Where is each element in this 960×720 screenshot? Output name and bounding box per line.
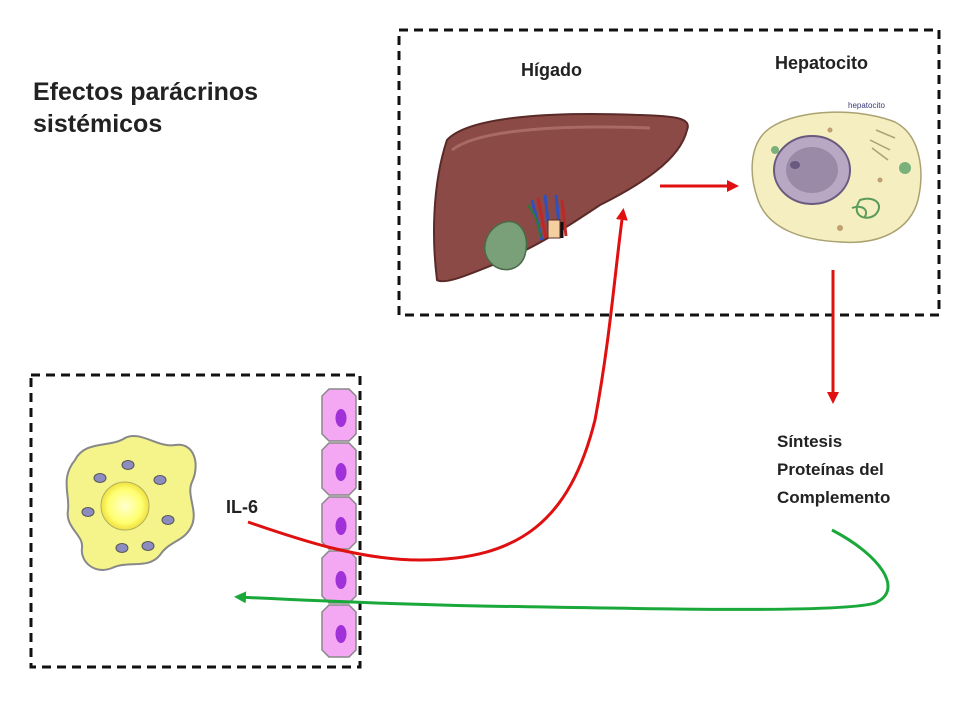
epithelial-nucleus [336,571,347,589]
diagram-title: Efectos parácrinos sistémicos [33,76,333,140]
liver-illustration [434,114,688,281]
synthesis-line-1: Síntesis [777,428,890,456]
epithelial-layer [322,389,356,657]
synthesis-line-3: Complemento [777,484,890,512]
title-line-2: sistémicos [33,108,333,140]
epithelial-nucleus [336,625,347,643]
epithelial-nucleus [336,517,347,535]
hepatocyte-label: Hepatocito [775,53,868,74]
hepatocyte-inset-label: hepatocito [848,101,885,110]
synthesis-line-2: Proteínas del [777,456,890,484]
epithelial-nucleus [336,463,347,481]
epithelial-nucleus [336,409,347,427]
liver-label: Hígado [521,60,582,81]
complement-synthesis-label: Síntesis Proteínas del Complemento [777,428,890,512]
hepatocyte-illustration: hepatocito [752,101,921,242]
title-line-1: Efectos parácrinos [33,76,333,108]
il6-label: IL-6 [226,497,258,518]
immune-cell [67,436,196,570]
